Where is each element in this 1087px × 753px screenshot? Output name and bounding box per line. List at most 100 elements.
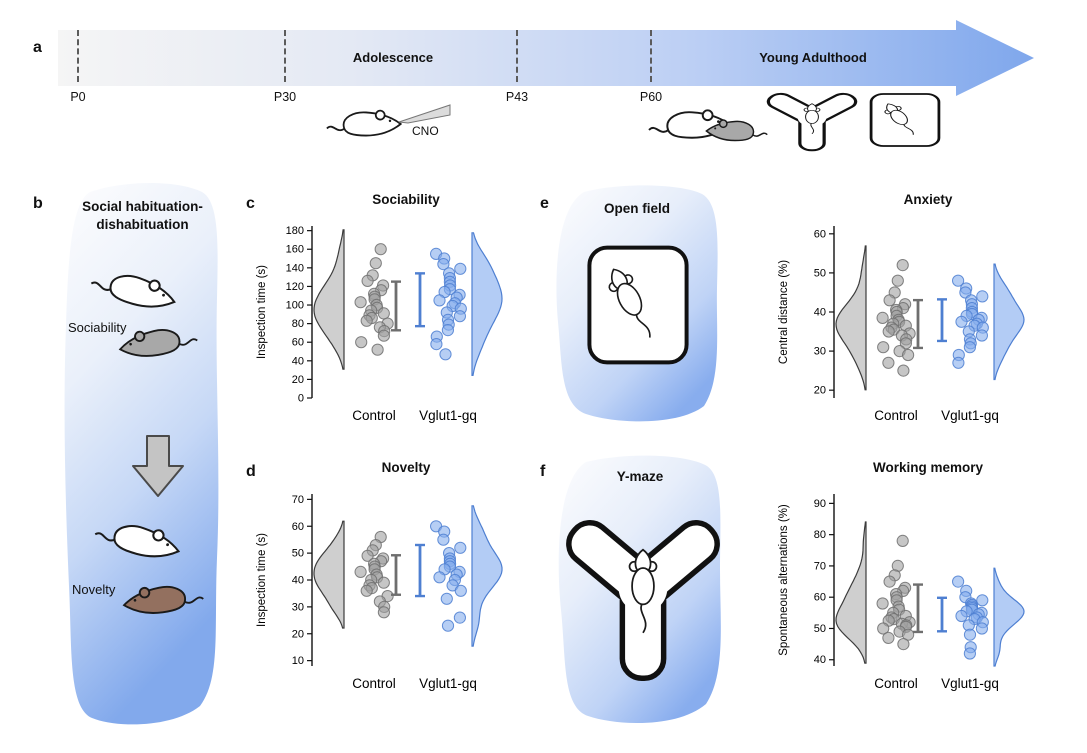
svg-text:120: 120 <box>286 281 304 293</box>
working-memory-chart-title: Working memory <box>872 460 984 475</box>
vglut1-gq-violin <box>993 567 1025 667</box>
vglut1-gq-dots <box>430 247 467 361</box>
control-errorbar <box>391 554 401 596</box>
vglut1-gq-violin <box>471 232 503 376</box>
timeline-dash-p43 <box>516 30 518 82</box>
category-label: Vglut1-gq <box>419 676 477 691</box>
timepoint-p0: P0 <box>70 90 86 104</box>
vglut1-gq-errorbar <box>415 543 425 598</box>
panel-e-label: e <box>540 195 549 212</box>
panel-b-title-line1: Social habituation- <box>82 199 203 214</box>
y-axis-label: Spontaneous alternations (%) <box>778 504 790 656</box>
svg-text:50: 50 <box>814 623 826 635</box>
svg-text:140: 140 <box>286 262 304 274</box>
svg-text:20: 20 <box>814 385 826 397</box>
category-label: Vglut1-gq <box>941 676 999 691</box>
vglut1-gq-errorbar <box>415 272 425 328</box>
svg-text:70: 70 <box>814 560 826 572</box>
svg-text:50: 50 <box>292 548 304 560</box>
svg-text:20: 20 <box>292 374 304 386</box>
panel-f-label: f <box>540 463 546 480</box>
panel-a-label: a <box>33 39 42 56</box>
timepoint-p43: P43 <box>505 90 529 104</box>
svg-text:60: 60 <box>292 521 304 533</box>
panel-b-title-line2: dishabituation <box>96 217 189 233</box>
timeline-dash-p30 <box>284 30 286 82</box>
svg-text:40: 40 <box>292 355 304 367</box>
svg-text:100: 100 <box>286 300 304 312</box>
svg-text:90: 90 <box>814 498 826 510</box>
cno-label: CNO <box>412 124 439 138</box>
timeline-dash-p60 <box>650 30 652 82</box>
control-errorbar <box>913 298 923 350</box>
anxiety-chart-title: Anxiety <box>903 192 953 207</box>
vglut1-gq-dots <box>952 575 989 660</box>
y-axis: 0 20 40 60 80 100 120 140 160 180 <box>286 225 313 405</box>
cno-mouse-icon <box>326 104 406 144</box>
control-dots <box>354 243 394 356</box>
control-violin <box>313 229 345 370</box>
svg-text:40: 40 <box>814 654 826 666</box>
svg-text:30: 30 <box>292 601 304 613</box>
svg-text:40: 40 <box>292 575 304 587</box>
juvenile-mouse-icon <box>702 114 768 148</box>
y-axis-label: Inspection time (s) <box>256 265 268 359</box>
svg-text:180: 180 <box>286 225 304 237</box>
category-label: Vglut1-gq <box>941 408 999 423</box>
y-maze-small-icon <box>762 86 862 152</box>
svg-text:0: 0 <box>298 393 304 405</box>
svg-text:40: 40 <box>814 307 826 319</box>
phase-young-adulthood: Young Adulthood <box>759 50 867 65</box>
timepoint-p60: P60 <box>639 90 663 104</box>
stage-novelty-label: Novelty <box>72 582 116 597</box>
svg-text:160: 160 <box>286 244 304 256</box>
vglut1-gq-errorbar <box>937 298 947 343</box>
y-axis-label: Inspection time (s) <box>256 533 268 627</box>
svg-text:30: 30 <box>814 346 826 358</box>
control-violin <box>835 521 867 664</box>
svg-text:80: 80 <box>292 318 304 330</box>
panel-b-blob <box>64 183 219 725</box>
control-dots <box>354 530 394 619</box>
phase-adolescence: Adolescence <box>352 50 434 65</box>
stage-sociability-label: Sociability <box>68 320 127 335</box>
open-field-title: Open field <box>603 201 670 216</box>
vglut1-gq-dots <box>430 520 467 632</box>
svg-text:20: 20 <box>292 628 304 640</box>
svg-text:80: 80 <box>814 529 826 541</box>
control-errorbar <box>391 280 401 332</box>
control-errorbar <box>913 583 923 634</box>
vglut1-gq-violin <box>471 505 503 647</box>
y-axis-label: Central distance (%) <box>778 260 790 364</box>
control-violin <box>835 245 867 391</box>
category-label: Control <box>874 676 918 691</box>
svg-text:60: 60 <box>814 228 826 240</box>
panel-b-label: b <box>33 195 43 212</box>
svg-text:60: 60 <box>292 337 304 349</box>
panel-c-label: c <box>246 195 255 212</box>
vglut1-gq-violin <box>993 263 1025 381</box>
timeline-arrow-icon <box>58 20 1034 96</box>
vglut1-gq-errorbar <box>937 596 947 633</box>
open-field-small-icon <box>868 92 942 148</box>
cno-pipette-icon <box>398 104 451 124</box>
category-label: Control <box>874 408 918 423</box>
panel-b-title: Social habituation- dishabituation <box>60 198 225 234</box>
y-maze-icon <box>558 492 728 692</box>
down-arrow-icon <box>132 435 184 497</box>
control-dots <box>876 259 916 377</box>
category-label: Vglut1-gq <box>419 408 477 423</box>
control-violin <box>313 520 345 629</box>
vglut1-gq-dots <box>952 274 989 369</box>
